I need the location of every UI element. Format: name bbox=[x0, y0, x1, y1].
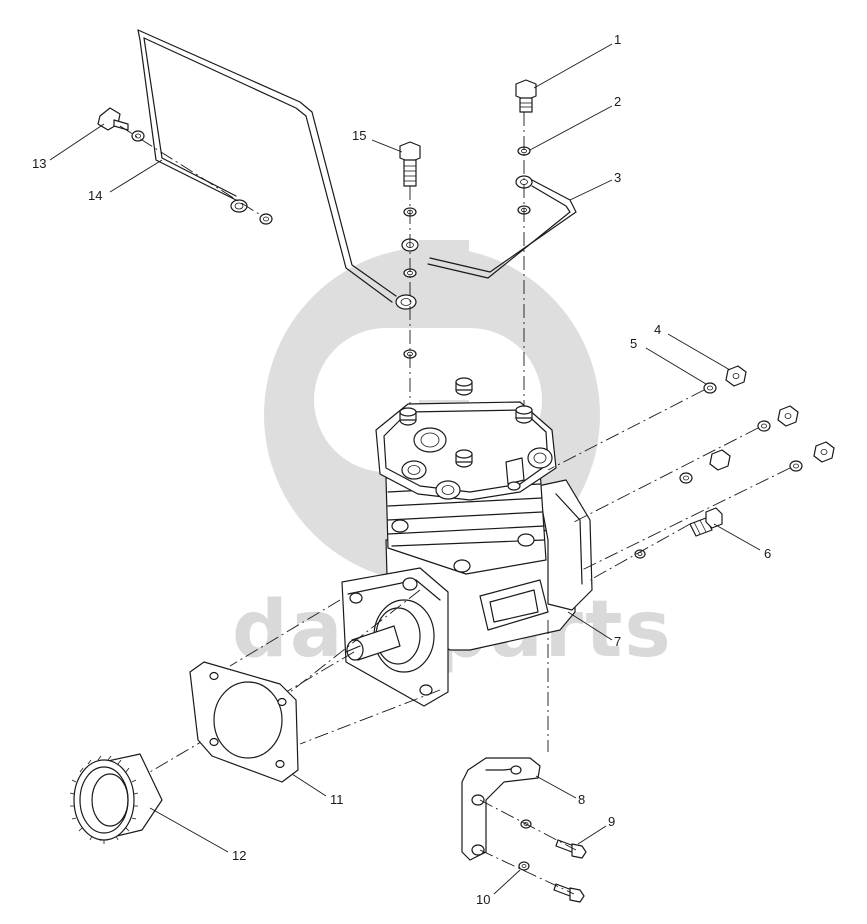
callout-14: 14 bbox=[88, 159, 163, 203]
part-6-stud bbox=[689, 507, 723, 537]
svg-text:6: 6 bbox=[764, 546, 771, 561]
callout-11: 11 bbox=[291, 773, 344, 807]
callout-9: 9 bbox=[577, 814, 615, 845]
callout-7: 7 bbox=[567, 611, 621, 649]
part-8-bracket bbox=[461, 757, 541, 861]
part-9-bolt bbox=[520, 819, 587, 859]
svg-text:5: 5 bbox=[630, 336, 637, 351]
callout-13: 13 bbox=[32, 123, 105, 171]
part-4-nut bbox=[709, 365, 835, 471]
svg-text:14: 14 bbox=[88, 188, 102, 203]
part-5-washer bbox=[634, 382, 803, 559]
callout-2: 2 bbox=[529, 94, 621, 151]
svg-text:11: 11 bbox=[330, 792, 344, 807]
part-2-washer bbox=[517, 146, 531, 215]
svg-text:9: 9 bbox=[608, 814, 615, 829]
callout-15: 15 bbox=[352, 128, 403, 153]
callout-5: 5 bbox=[630, 336, 707, 385]
callout-10: 10 bbox=[476, 869, 521, 907]
part-12-gear bbox=[69, 753, 163, 844]
callout-8: 8 bbox=[535, 775, 585, 807]
svg-text:10: 10 bbox=[476, 892, 490, 907]
part-14-tube bbox=[137, 29, 417, 310]
callout-12: 12 bbox=[149, 807, 246, 863]
part-1-banjo-bolt bbox=[515, 79, 537, 113]
svg-text:13: 13 bbox=[32, 156, 46, 171]
svg-text:3: 3 bbox=[614, 170, 621, 185]
callout-3: 3 bbox=[569, 170, 621, 201]
svg-text:15: 15 bbox=[352, 128, 366, 143]
callout-1: 1 bbox=[533, 32, 621, 89]
svg-text:7: 7 bbox=[614, 634, 621, 649]
part-13-banjo-bolt bbox=[97, 107, 273, 225]
part-7-compressor bbox=[341, 377, 593, 707]
callout-6: 6 bbox=[713, 523, 771, 561]
svg-text:2: 2 bbox=[614, 94, 621, 109]
svg-text:4: 4 bbox=[654, 322, 661, 337]
part-11-gasket bbox=[189, 661, 299, 783]
svg-text:1: 1 bbox=[614, 32, 621, 47]
svg-text:8: 8 bbox=[578, 792, 585, 807]
callout-4: 4 bbox=[654, 322, 731, 371]
part-10-bolt bbox=[518, 861, 585, 903]
svg-text:12: 12 bbox=[232, 848, 246, 863]
